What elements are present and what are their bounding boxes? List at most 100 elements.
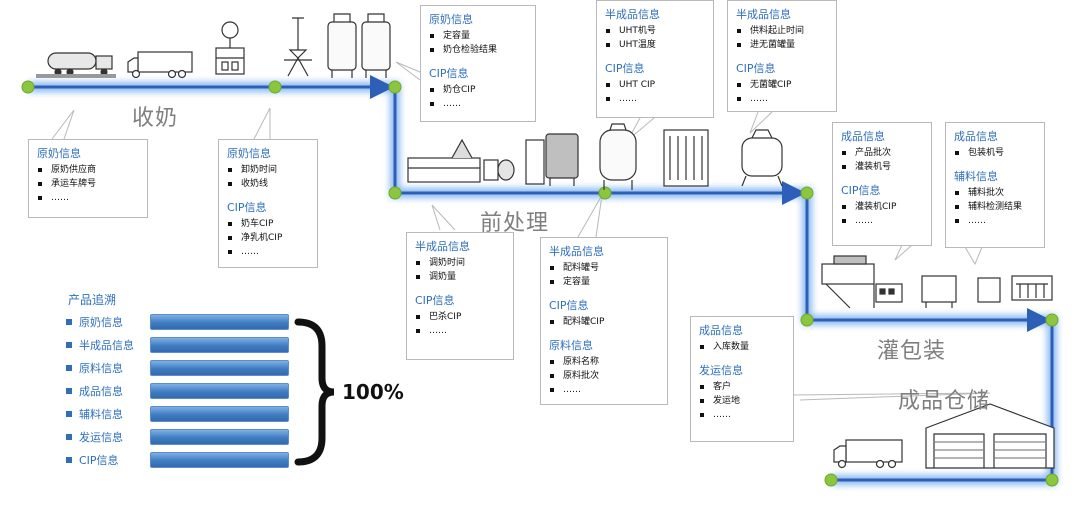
bullet-icon <box>66 342 72 348</box>
node-pretreat-end <box>800 186 814 200</box>
box-item: 巴杀CIP <box>415 310 505 324</box>
box-item: …… <box>841 214 923 228</box>
box-item: 原料名称 <box>549 355 659 369</box>
box-item: 入库数量 <box>699 340 785 354</box>
trace-row-label: 发运信息 <box>79 431 123 444</box>
node-end <box>824 473 838 487</box>
info-box-filling: 成品信息 产品批次 灌装机号 CIP信息 灌装机CIP …… <box>832 122 932 246</box>
info-box-uht: 半成品信息 UHT机号 UHT温度 CIP信息 UHT CIP …… <box>596 0 714 118</box>
info-box-mixing-tank: 半成品信息 配料罐号 定容量 CIP信息 配料罐CIP 原料信息 原料名称 原料… <box>540 237 668 405</box>
info-box-raw-milk-source: 原奶信息 原奶供应商 承运车牌号 …… <box>28 139 148 218</box>
bullet-icon <box>66 457 72 463</box>
box-heading: CIP信息 <box>605 62 645 75</box>
trace-row: 原料信息 <box>66 358 296 378</box>
node-tank <box>388 80 402 94</box>
filling-machine-icon <box>821 255 903 309</box>
trace-bar <box>150 337 289 353</box>
box-item: UHT CIP <box>605 78 705 92</box>
box-item: 净乳机CIP <box>227 231 309 245</box>
box-item: 定容量 <box>549 275 659 289</box>
box-item: 客户 <box>699 380 785 394</box>
box-item: 配料罐号 <box>549 261 659 275</box>
box-item: 发运地 <box>699 394 785 408</box>
trace-row: 原奶信息 <box>66 312 296 332</box>
bullet-icon <box>66 319 72 325</box>
bullet-icon <box>66 411 72 417</box>
trace-row: 半成品信息 <box>66 335 296 355</box>
trace-row-label: CIP信息 <box>79 454 119 467</box>
trace-bar <box>150 429 289 445</box>
trace-row: 成品信息 <box>66 381 296 401</box>
box-heading: 成品信息 <box>954 130 998 143</box>
stage-label-filling-packaging: 灌包装 <box>877 339 947 364</box>
bullet-icon <box>66 434 72 440</box>
box-item: 原奶供应商 <box>37 163 139 177</box>
trace-bar <box>150 452 289 468</box>
box-heading: 成品信息 <box>699 324 743 337</box>
brace <box>294 318 335 466</box>
box-heading: 半成品信息 <box>736 8 791 21</box>
trace-row: 辅料信息 <box>66 404 296 424</box>
box-heading: CIP信息 <box>227 201 267 214</box>
box-item: …… <box>605 92 705 106</box>
tanker-truck-icon <box>36 52 116 78</box>
box-heading: 半成品信息 <box>605 8 660 21</box>
box-item: 调奶量 <box>415 270 505 284</box>
box-heading: 发运信息 <box>699 364 743 377</box>
node-packaging <box>1045 313 1059 327</box>
box-item: 收奶线 <box>227 177 309 191</box>
box-item: 无菌罐CIP <box>736 78 828 92</box>
silo-tank-icon <box>327 13 391 78</box>
box-item: 承运车牌号 <box>37 177 139 191</box>
box-item: 辅料检测结果 <box>954 200 1036 214</box>
box-item: 奶仓检验结果 <box>429 43 527 57</box>
box-heading: CIP信息 <box>429 67 469 80</box>
node-receive <box>268 80 282 94</box>
pasteurizer-icon <box>407 138 515 183</box>
box-heading: 原奶信息 <box>429 13 473 26</box>
trace-bar <box>150 360 289 376</box>
box-item: …… <box>954 214 1036 228</box>
box-heading: CIP信息 <box>841 184 881 197</box>
box-item: UHT机号 <box>605 24 705 38</box>
box-heading: 半成品信息 <box>415 240 470 253</box>
pump-icon <box>284 17 312 77</box>
traceability-title: 产品追溯 <box>68 293 117 307</box>
box-item: 奶车CIP <box>227 217 309 231</box>
box-item: 定容量 <box>429 29 527 43</box>
info-box-packaging: 成品信息 包装机号 辅料信息 辅料批次 辅料检测结果 …… <box>945 122 1045 248</box>
box-heading: 辅料信息 <box>954 170 998 183</box>
box-item: UHT温度 <box>605 38 705 52</box>
box-item: …… <box>227 245 309 259</box>
box-heading: CIP信息 <box>549 299 589 312</box>
box-item: 原料批次 <box>549 369 659 383</box>
box-item: 配料罐CIP <box>549 315 659 329</box>
trace-row-label: 成品信息 <box>79 385 123 398</box>
stage-label-milk-collection: 收奶 <box>132 106 179 131</box>
node-mixing <box>598 186 612 200</box>
warehouse-icon <box>925 403 1055 469</box>
box-item: …… <box>37 191 139 205</box>
box-heading: CIP信息 <box>736 62 776 75</box>
box-heading: 原料信息 <box>549 339 593 352</box>
bullet-icon <box>66 365 72 371</box>
uht-unit-icon <box>663 129 709 187</box>
box-item: 包装机号 <box>954 146 1036 160</box>
box-item: 调奶时间 <box>415 256 505 270</box>
milk-reception-icon <box>215 21 245 75</box>
trace-row: 发运信息 <box>66 427 296 447</box>
callout-tails <box>51 61 991 401</box>
info-box-warehouse: 成品信息 入库数量 发运信息 客户 发运地 …… <box>690 316 794 442</box>
trace-bar <box>150 406 289 422</box>
packaging-machine-icon <box>921 275 1053 308</box>
box-item: …… <box>699 408 785 422</box>
box-item: 进无菌罐量 <box>736 38 828 52</box>
info-box-raw-milk-receive: 原奶信息 卸奶时间 收奶线 CIP信息 奶车CIP 净乳机CIP …… <box>218 139 318 268</box>
box-heading: 原奶信息 <box>37 147 81 160</box>
trace-bar <box>150 314 289 330</box>
info-box-pasteurize: 半成品信息 调奶时间 调奶量 CIP信息 巴杀CIP …… <box>406 232 514 360</box>
process-tank-icon <box>599 123 637 190</box>
trace-row: CIP信息 <box>66 450 296 470</box>
